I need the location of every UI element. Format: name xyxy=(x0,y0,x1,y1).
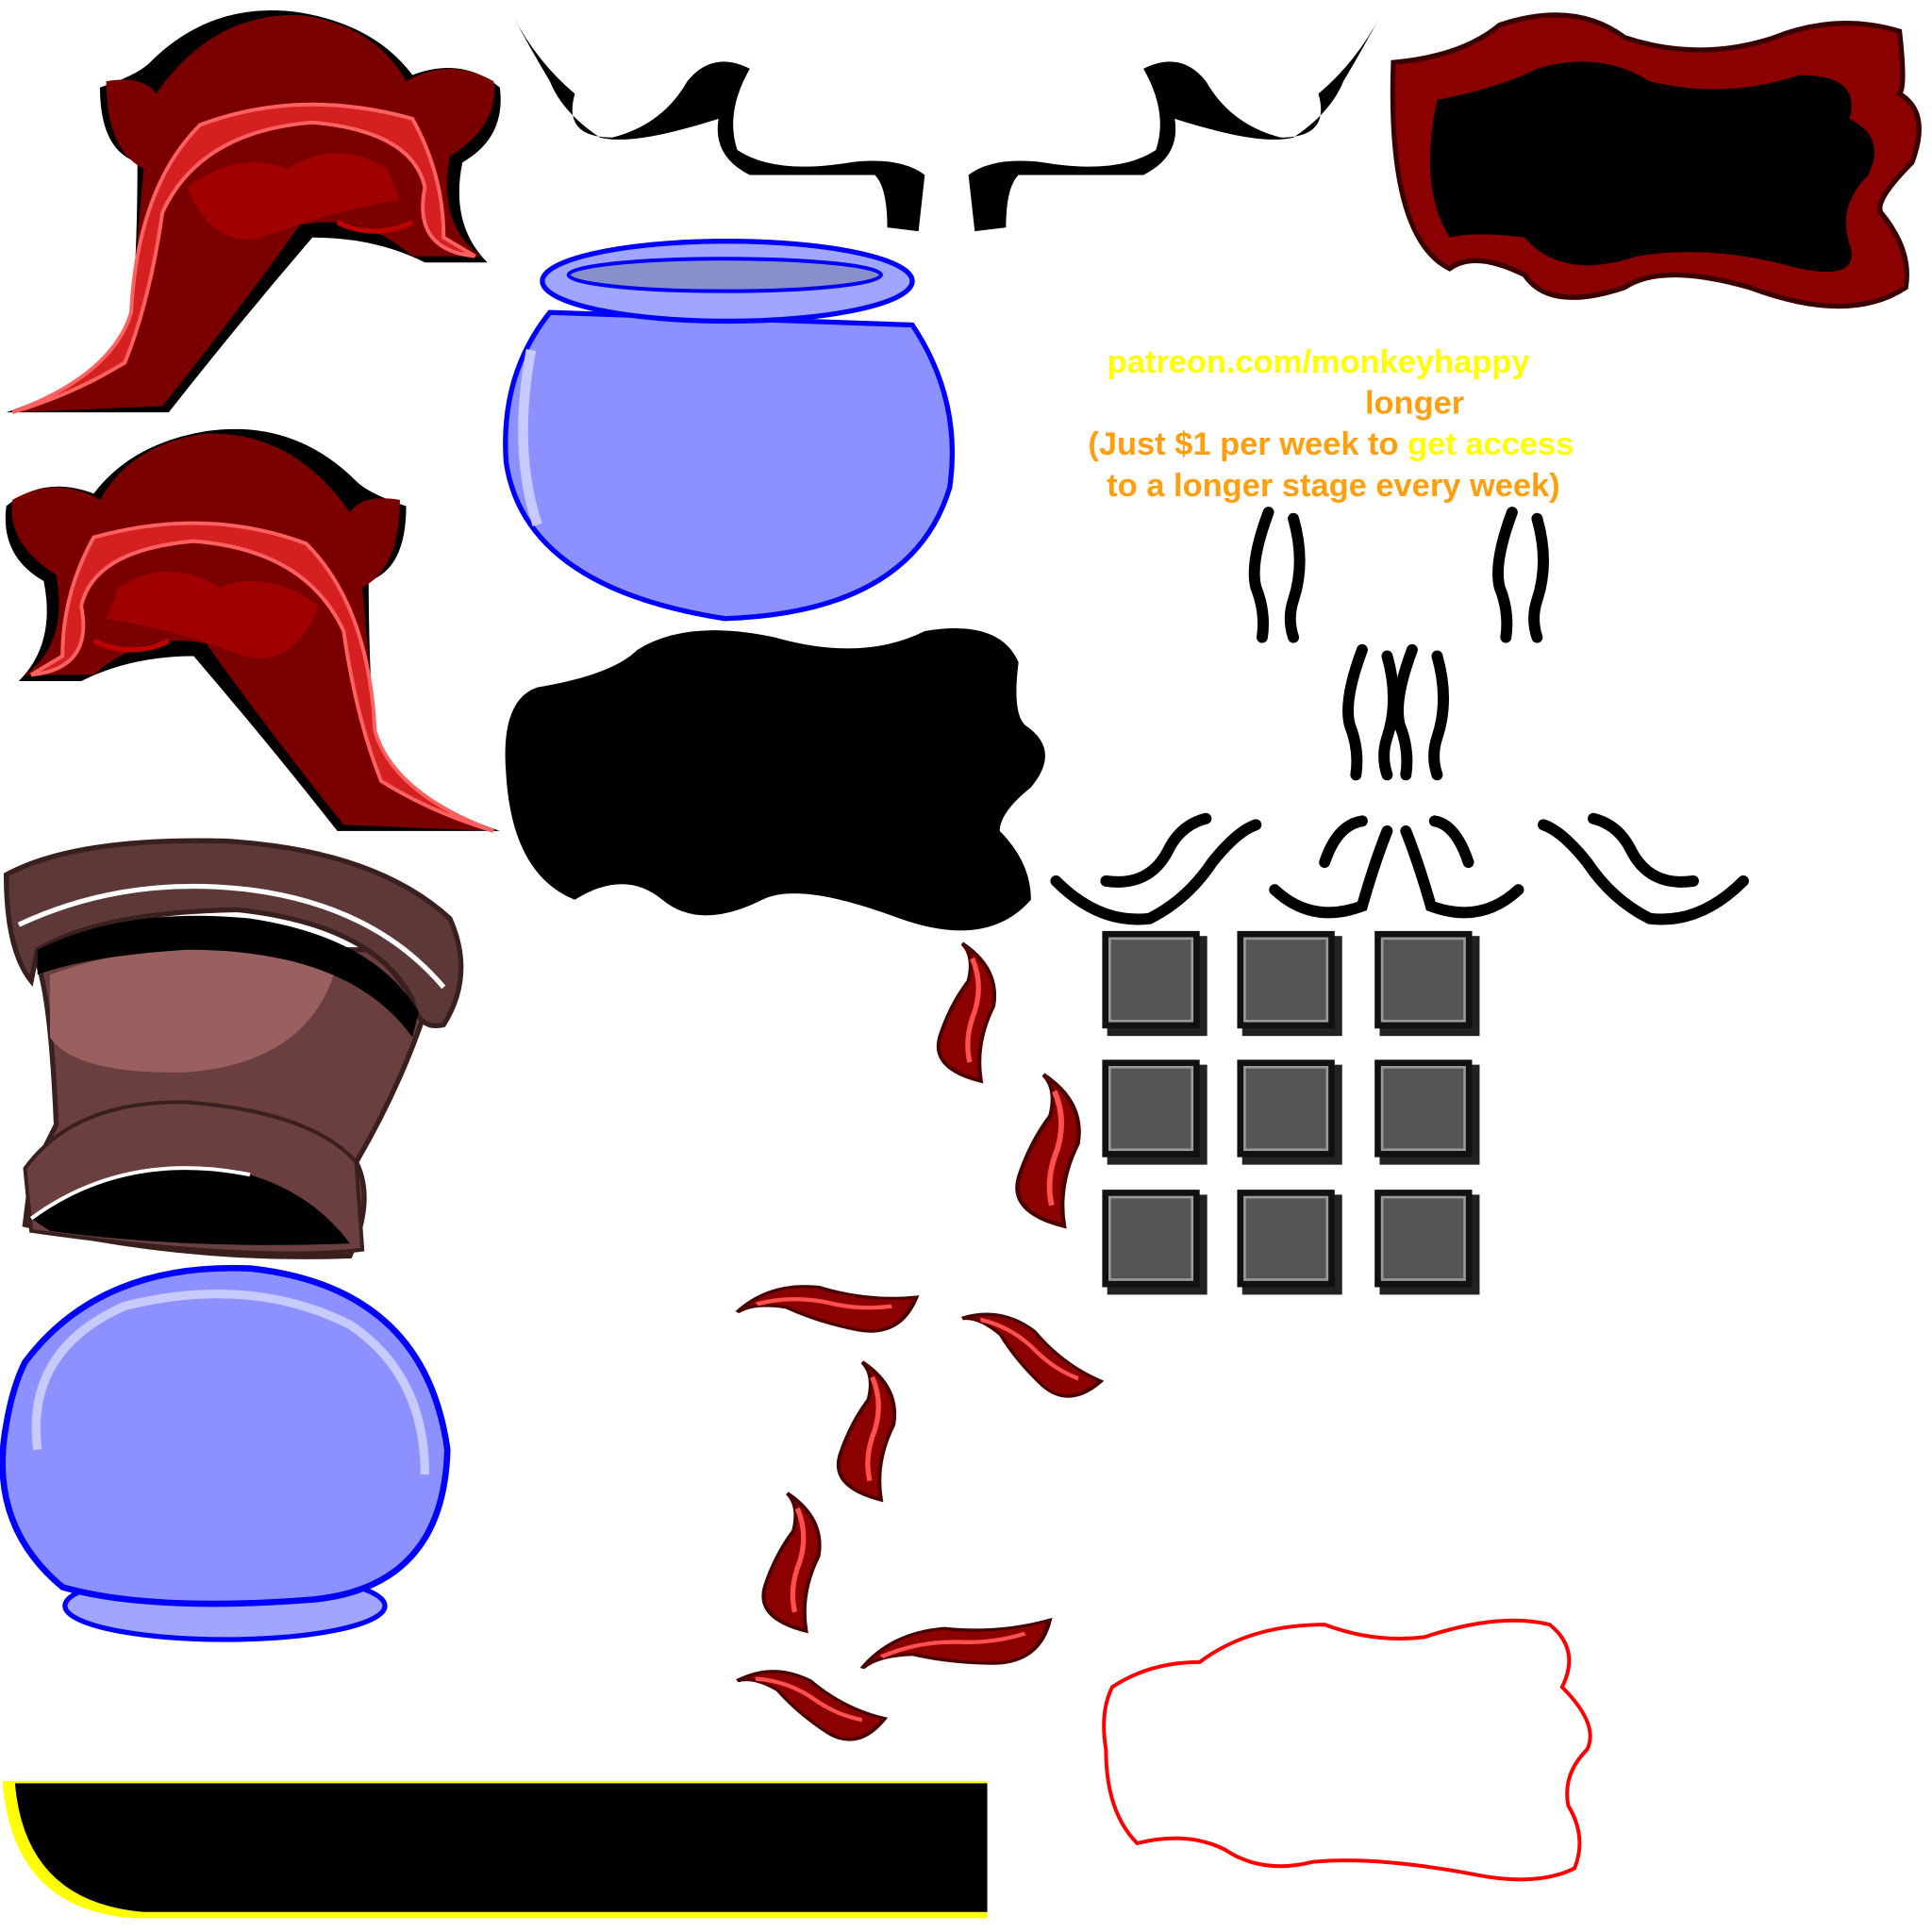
promo-line-3-a: (Just $1 per week to xyxy=(1088,426,1407,462)
red-outline-blob-sprite xyxy=(1102,1618,1592,1882)
stone-tile xyxy=(1373,1058,1481,1166)
black-vine-left-sprite xyxy=(512,14,925,232)
steam-sprite xyxy=(1255,512,1300,637)
red-hat-sprite xyxy=(7,10,501,412)
black-vine-right-sprite xyxy=(968,14,1381,232)
stone-tile xyxy=(1236,929,1344,1038)
stone-tile xyxy=(1236,1188,1344,1296)
black-blob-inner xyxy=(1429,61,1875,273)
blue-bowl-upside-down-sprite xyxy=(0,1264,451,1642)
blue-bowl-sprite xyxy=(503,239,956,622)
red-hat-sprite-mirrored xyxy=(6,429,500,831)
stone-tile xyxy=(1373,929,1481,1038)
steam-sprite xyxy=(1348,650,1393,774)
black-blob-sprite xyxy=(505,628,1045,931)
smoke-curls-sprite xyxy=(1050,812,1749,925)
stone-tile-grid xyxy=(1101,929,1481,1296)
promo-line-4: to a longer stage every week) xyxy=(1107,468,1559,504)
promo-line-3: (Just $1 per week to get access xyxy=(1088,426,1574,462)
longer-text: longer xyxy=(1365,385,1464,421)
steam-sprite xyxy=(1398,650,1443,774)
stone-tile xyxy=(1101,1058,1208,1166)
red-horn-sprites xyxy=(731,943,1107,1750)
ground-bar-sprite xyxy=(14,1783,988,1912)
stone-tile xyxy=(1373,1188,1481,1296)
patreon-url-text: patreon.com/monkeyhappy xyxy=(1108,344,1530,380)
stone-tile xyxy=(1236,1058,1344,1166)
steam-sprite xyxy=(1498,512,1543,637)
stone-tile xyxy=(1101,1188,1208,1296)
promo-line-3-b: get access xyxy=(1407,426,1574,462)
stone-tile xyxy=(1101,929,1208,1038)
brown-pot-sprite xyxy=(3,838,464,1259)
